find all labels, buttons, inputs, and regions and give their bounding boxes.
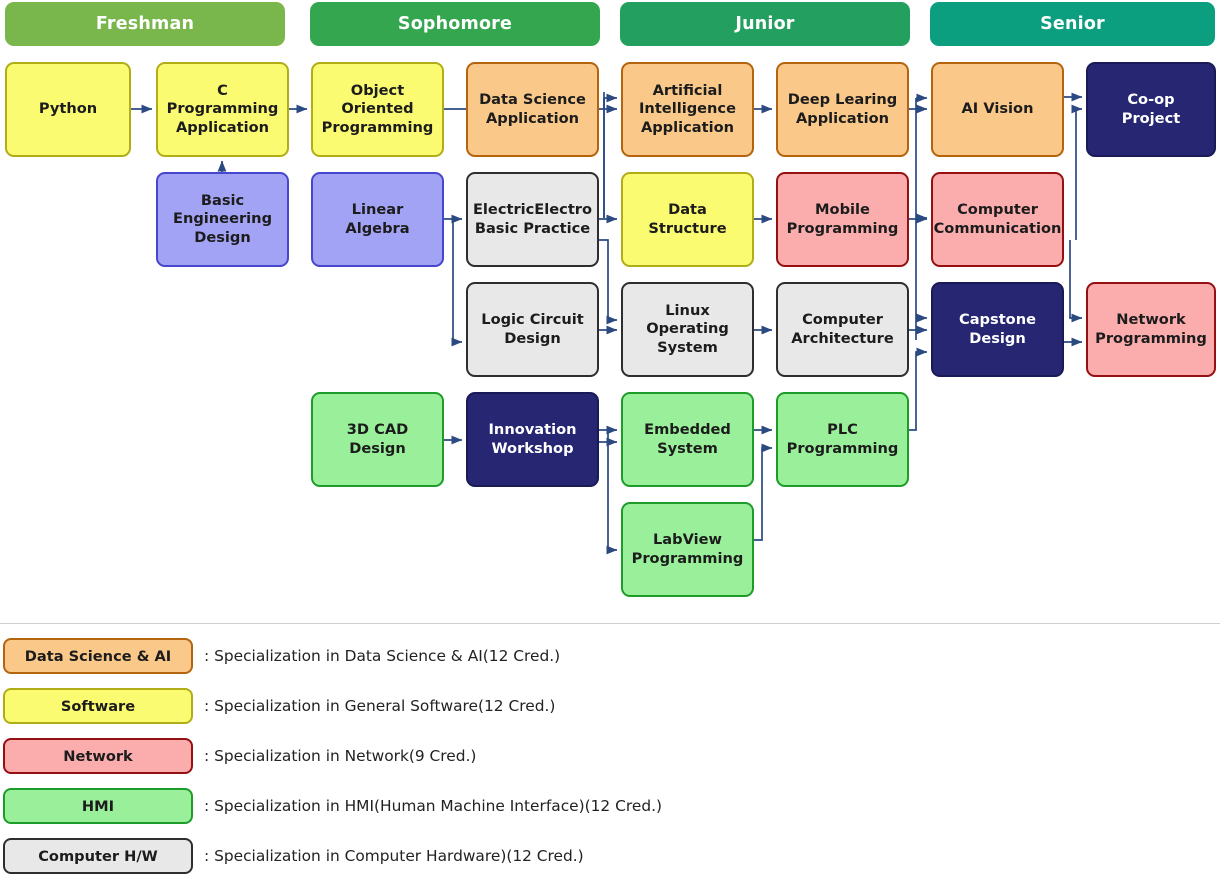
legend-row: Computer H/W : Specialization in Computer… bbox=[3, 838, 584, 874]
course-label: Embedded System bbox=[644, 421, 731, 457]
course-node-comcomm[interactable]: Computer Communication bbox=[931, 172, 1064, 267]
course-node-linux[interactable]: Linux Operating System bbox=[621, 282, 754, 377]
course-node-mobile[interactable]: Mobile Programming bbox=[776, 172, 909, 267]
course-label: Python bbox=[38, 100, 98, 118]
legend-row: HMI : Specialization in HMI(Human Machine… bbox=[3, 788, 662, 824]
course-node-dlapp[interactable]: Deep Learing Application bbox=[776, 62, 909, 157]
course-label: ElectricElectro Basic Practice bbox=[472, 201, 593, 237]
course-node-dsapp[interactable]: Data Science Application bbox=[466, 62, 599, 157]
course-node-bed[interactable]: Basic Engineering Design bbox=[156, 172, 289, 267]
course-label: Computer Communication bbox=[933, 201, 1062, 237]
course-node-dstruct[interactable]: Data Structure bbox=[621, 172, 754, 267]
course-node-aivision[interactable]: AI Vision bbox=[931, 62, 1064, 157]
course-node-logic[interactable]: Logic Circuit Design bbox=[466, 282, 599, 377]
course-node-plc[interactable]: PLC Programming bbox=[776, 392, 909, 487]
legend-description: : Specialization in General Software(12 … bbox=[204, 697, 556, 715]
course-label: Network Programming bbox=[1095, 311, 1207, 347]
course-node-embed[interactable]: Embedded System bbox=[621, 392, 754, 487]
course-label: Capstone Design bbox=[959, 311, 1036, 347]
course-label: Basic Engineering Design bbox=[172, 191, 273, 246]
course-node-cprog[interactable]: C Programming Application bbox=[156, 62, 289, 157]
course-label: PLC Programming bbox=[786, 421, 899, 457]
course-label: Linear Algebra bbox=[345, 201, 410, 237]
legend-row: Data Science & AI : Specialization in Dat… bbox=[3, 638, 560, 674]
legend-row: Network : Specialization in Network(9 Cre… bbox=[3, 738, 476, 774]
course-label: Data Science Application bbox=[479, 91, 586, 127]
legend-chip-network: Network bbox=[3, 738, 193, 774]
legend-description: : Specialization in Data Science & AI(12… bbox=[204, 647, 561, 665]
course-label: Co-op Project bbox=[1121, 91, 1181, 127]
course-label: Computer Architecture bbox=[791, 311, 894, 347]
year-header-junior: Junior bbox=[620, 2, 910, 46]
course-label: Data Structure bbox=[648, 201, 727, 237]
course-node-aiapp[interactable]: Artificial Intelligence Application bbox=[621, 62, 754, 157]
legend-row: Software : Specialization in General Soft… bbox=[3, 688, 555, 724]
course-label: Logic Circuit Design bbox=[481, 311, 584, 347]
legend-chip-hmi: HMI bbox=[3, 788, 193, 824]
course-label: Linux Operating System bbox=[646, 301, 729, 356]
course-node-capstone[interactable]: Capstone Design bbox=[931, 282, 1064, 377]
legend-description: : Specialization in Computer Hardware)(1… bbox=[204, 847, 584, 865]
legend-description: : Specialization in HMI(Human Machine In… bbox=[204, 797, 662, 815]
legend-chip-software: Software bbox=[3, 688, 193, 724]
course-node-cad3d[interactable]: 3D CAD Design bbox=[311, 392, 444, 487]
course-label: AI Vision bbox=[961, 100, 1034, 118]
course-node-coop[interactable]: Co-op Project bbox=[1086, 62, 1216, 157]
course-node-oop[interactable]: Object Oriented Programming bbox=[311, 62, 444, 157]
year-header-sophomore: Sophomore bbox=[310, 2, 600, 46]
course-node-python[interactable]: Python bbox=[5, 62, 131, 157]
course-label: Object Oriented Programming bbox=[321, 81, 434, 136]
legend-chip-hardware: Computer H/W bbox=[3, 838, 193, 874]
course-label: Mobile Programming bbox=[786, 201, 899, 237]
course-node-innov[interactable]: Innovation Workshop bbox=[466, 392, 599, 487]
year-header-freshman: Freshman bbox=[5, 2, 285, 46]
year-header-senior: Senior bbox=[930, 2, 1215, 46]
legend-chip-datasci: Data Science & AI bbox=[3, 638, 193, 674]
course-label: 3D CAD Design bbox=[346, 421, 409, 457]
course-node-comarch[interactable]: Computer Architecture bbox=[776, 282, 909, 377]
course-node-labview[interactable]: LabView Programming bbox=[621, 502, 754, 597]
course-label: LabView Programming bbox=[631, 531, 744, 567]
course-label: Artificial Intelligence Application bbox=[639, 81, 736, 136]
course-label: C Programming Application bbox=[166, 81, 279, 136]
course-node-netprog[interactable]: Network Programming bbox=[1086, 282, 1216, 377]
course-node-linalg[interactable]: Linear Algebra bbox=[311, 172, 444, 267]
course-node-eebp[interactable]: ElectricElectro Basic Practice bbox=[466, 172, 599, 267]
course-label: Deep Learing Application bbox=[787, 91, 898, 127]
legend-description: : Specialization in Network(9 Cred.) bbox=[204, 747, 477, 765]
course-label: Innovation Workshop bbox=[488, 421, 577, 457]
legend-divider bbox=[0, 623, 1220, 624]
